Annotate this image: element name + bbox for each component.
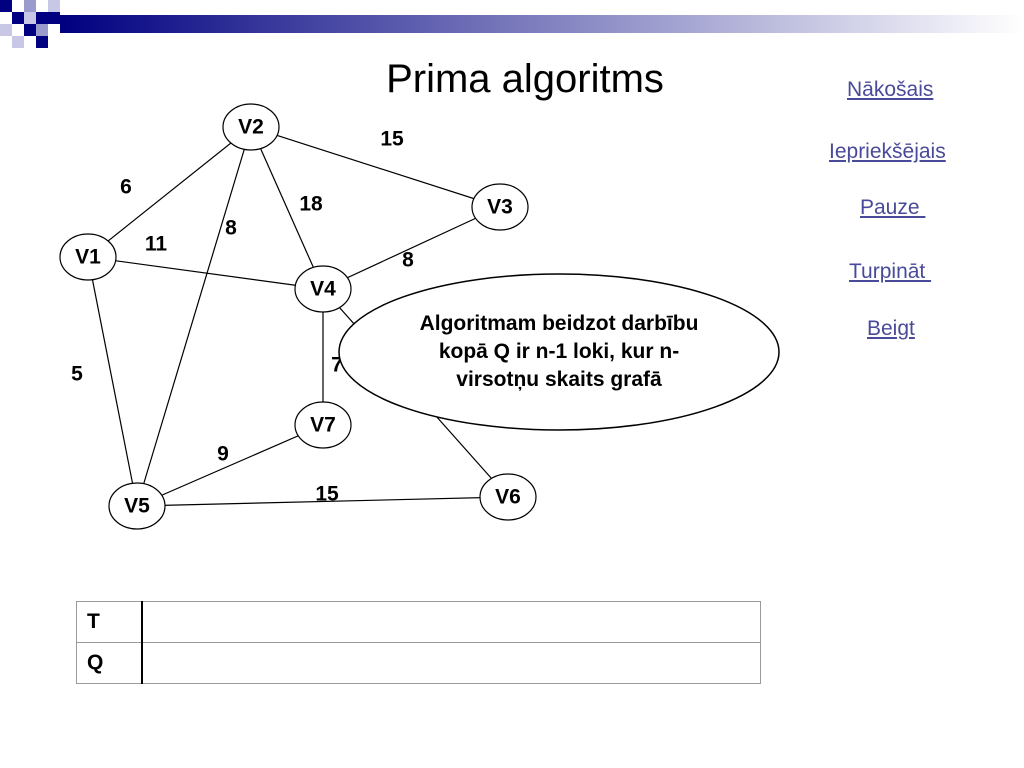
previous-link[interactable]: Iepriekšējais: [829, 140, 946, 163]
node-label-v7: V7: [310, 414, 336, 437]
node-label-v5: V5: [124, 495, 150, 518]
note-ellipse: [338, 273, 780, 431]
q-value: [141, 642, 761, 684]
edge-weight-label: 5: [71, 363, 83, 386]
edge-v2-v4: [250, 126, 324, 290]
next-link[interactable]: Nākošais: [847, 78, 934, 101]
edge-weight-label: 7: [331, 354, 343, 377]
node-v4: [294, 265, 352, 313]
edge-weight-label: 11: [145, 233, 168, 256]
node-v3: [471, 183, 529, 231]
edge-v2-v3: [250, 126, 501, 208]
corner-decoration: [0, 0, 1024, 48]
edge-weight-label: 15: [315, 483, 339, 506]
sets-table: T Q: [76, 601, 761, 684]
edge-v3-v4: [322, 206, 501, 290]
end-link[interactable]: Beigt: [867, 317, 915, 340]
edge-v1-v2: [87, 126, 252, 258]
edge-v1-v4: [87, 256, 324, 290]
note-bubble: Algoritmam beidzot darbību kopā Q ir n-1…: [337, 272, 781, 432]
t-label: T: [76, 601, 143, 643]
edge-v5-v7: [136, 424, 324, 507]
node-v2: [222, 103, 280, 151]
node-label-v2: V2: [238, 116, 264, 139]
node-v7: [294, 401, 352, 449]
node-v1: [59, 233, 117, 281]
table-row-q: Q: [76, 642, 761, 684]
node-label-v6: V6: [495, 486, 521, 509]
edge-weight-label: 9: [217, 443, 229, 466]
edge-weight-label: 6: [120, 176, 132, 199]
edge-v1-v5: [87, 256, 138, 507]
slide-title: Prima algoritms: [386, 57, 664, 101]
node-label-v1: V1: [75, 246, 101, 269]
pause-link[interactable]: Pauze: [860, 196, 926, 219]
node-v5: [108, 482, 166, 530]
table-row-t: T: [76, 601, 761, 643]
edge-weight-label: 15: [380, 128, 404, 151]
node-v6: [479, 473, 537, 521]
t-value: [141, 601, 761, 643]
q-label: Q: [76, 642, 143, 684]
edge-v5-v6: [136, 496, 509, 507]
note-text: Algoritmam beidzot darbību kopā Q ir n-1…: [419, 312, 699, 391]
continue-link[interactable]: Turpināt: [849, 260, 932, 283]
node-label-v4: V4: [310, 278, 336, 301]
edge-weight-label: 8: [402, 249, 414, 272]
edge-weight-label: 8: [225, 217, 237, 240]
node-label-v3: V3: [487, 196, 513, 219]
edge-v2-v5: [136, 126, 252, 507]
edge-weight-label: 18: [299, 193, 323, 216]
